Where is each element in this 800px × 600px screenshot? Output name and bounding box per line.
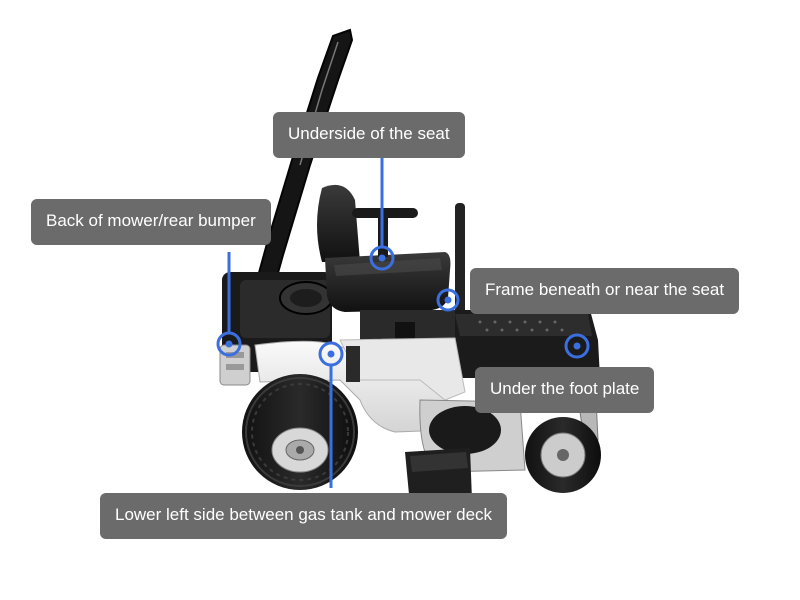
callout-rear-bumper: Back of mower/rear bumper: [31, 199, 271, 245]
mower-illustration: [219, 28, 601, 505]
marker-seat[interactable]: [369, 245, 395, 271]
marker-foot-plate[interactable]: [564, 333, 590, 359]
front-caster: [525, 377, 601, 493]
mower-deck: [405, 399, 526, 505]
callout-frame-seat: Frame beneath or near the seat: [470, 268, 740, 314]
callout-foot-plate: Under the foot plate: [475, 367, 655, 413]
marker-group: [216, 158, 590, 488]
marker-lower[interactable]: [318, 341, 344, 367]
marker-rear[interactable]: [216, 331, 242, 357]
callout-lower-left: Lower left side between gas tank and mow…: [100, 493, 508, 539]
foot-plate: [455, 310, 600, 378]
white-fender: [254, 337, 466, 433]
rear-tire: [242, 374, 358, 490]
callout-seat-underside: Underside of the seat: [273, 112, 465, 158]
marker-frame[interactable]: [436, 288, 460, 312]
